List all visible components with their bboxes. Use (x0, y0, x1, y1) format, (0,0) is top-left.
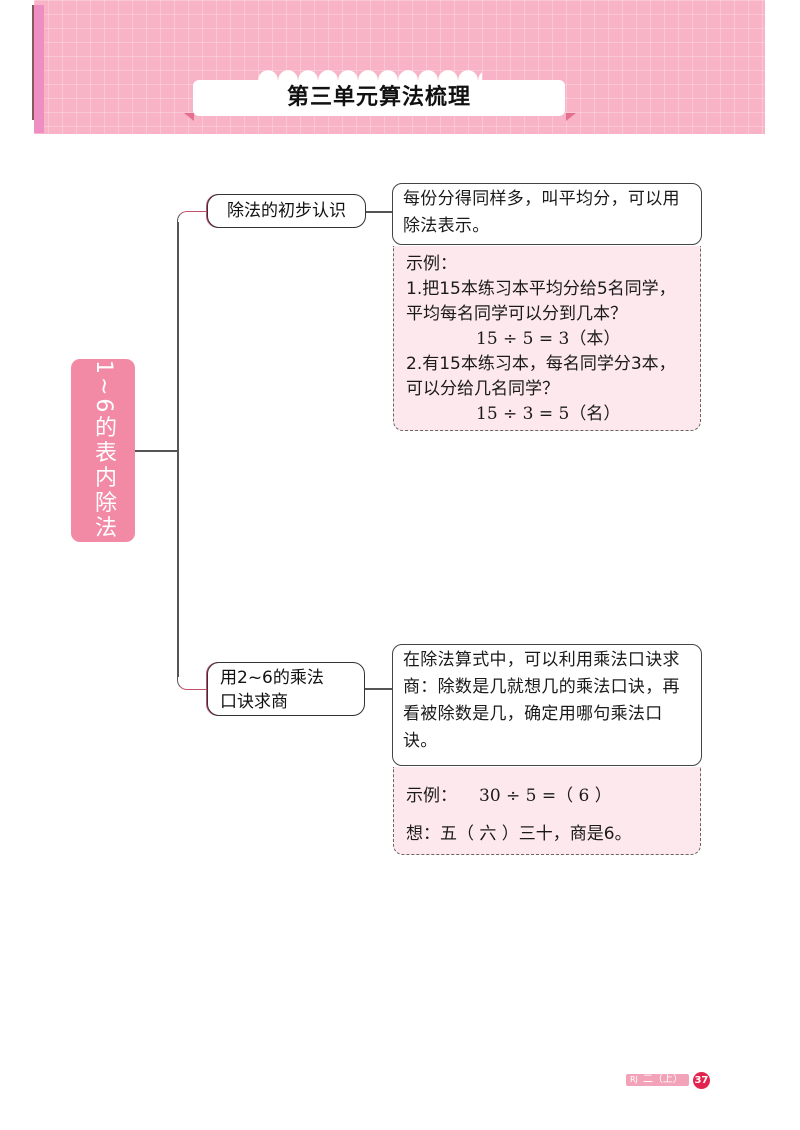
example-box-multiplication-quotient: 示例： 30 ÷ 5 =（ 6 ） 想：五（ 六 ）三十，商是6。 (393, 767, 701, 855)
definition-box-multiplication-quotient: 在除法算式中，可以利用乘法口诀求商：除数是几就想几的乘法口诀，再看被除数是几，确… (392, 644, 702, 766)
example-equation-2: 15 ÷ 3 = 5（名） (476, 404, 621, 424)
edition-code: RJ (630, 1075, 638, 1084)
branch-node-multiplication-quotient: 用2~6的乘法 口诀求商 (207, 662, 365, 716)
thought-text: 五（ 六 ）三十，商是6。 (440, 824, 632, 844)
definition-box-division-intro: 每份分得同样多，叫平均分，可以用除法表示。 (392, 183, 702, 245)
example-box-division-intro: 示例： 1.把15本练习本平均分给5名同学，平均每名同学可以分到几本？ 15 ÷… (393, 246, 701, 431)
example-row: 示例： 30 ÷ 5 =（ 6 ） (406, 777, 692, 815)
page-spine (32, 5, 34, 120)
branch-label-line1: 用2~6的乘法 (220, 668, 324, 688)
example-question-2: 2.有15本练习本，每名同学分3本，可以分给几名同学？ (406, 354, 676, 399)
grade-label: 二（上） (642, 1074, 683, 1085)
definition-text: 每份分得同样多，叫平均分，可以用除法表示。 (403, 189, 680, 236)
page-footer: RJ 二（上） 37 (626, 1071, 710, 1089)
example-equation: 30 ÷ 5 =（ 6 ） (479, 786, 612, 806)
connector-root-trunk (135, 450, 178, 452)
banner-edge (34, 5, 44, 133)
page-number-badge: 37 (692, 1071, 710, 1089)
header-banner (34, 0, 765, 134)
connector-branch2-corner (177, 672, 208, 690)
root-label: 1~6的表内除法 (91, 360, 116, 541)
title-flap-right (566, 113, 576, 121)
connector-branch2-def (364, 688, 393, 690)
connector-trunk (177, 222, 179, 677)
page-title: 第三单元算法梳理 (286, 85, 471, 110)
mindmap-root-node: 1~6的表内除法 (71, 359, 135, 542)
connector-branch1-corner (177, 211, 208, 226)
thought-row: 想：五（ 六 ）三十，商是6。 (406, 815, 692, 853)
title-tab (193, 80, 565, 116)
thought-label: 想： (406, 824, 440, 844)
connector-branch1-def (365, 211, 393, 213)
example-heading: 示例： (406, 786, 457, 806)
branch-label-line2: 口诀求商 (220, 692, 288, 712)
example-question-1: 1.把15本练习本平均分给5名同学，平均每名同学可以分到几本？ (406, 279, 676, 324)
example-equation-1: 15 ÷ 5 = 3（本） (476, 329, 621, 349)
branch-label: 除法的初步认识 (227, 201, 346, 221)
edition-tag: RJ 二（上） (626, 1074, 689, 1086)
title-flap-left (184, 113, 194, 121)
example-heading: 示例： (406, 254, 457, 274)
branch-node-division-intro: 除法的初步认识 (207, 194, 366, 228)
definition-text: 在除法算式中，可以利用乘法口诀求商：除数是几就想几的乘法口诀，再看被除数是几，确… (403, 650, 680, 751)
